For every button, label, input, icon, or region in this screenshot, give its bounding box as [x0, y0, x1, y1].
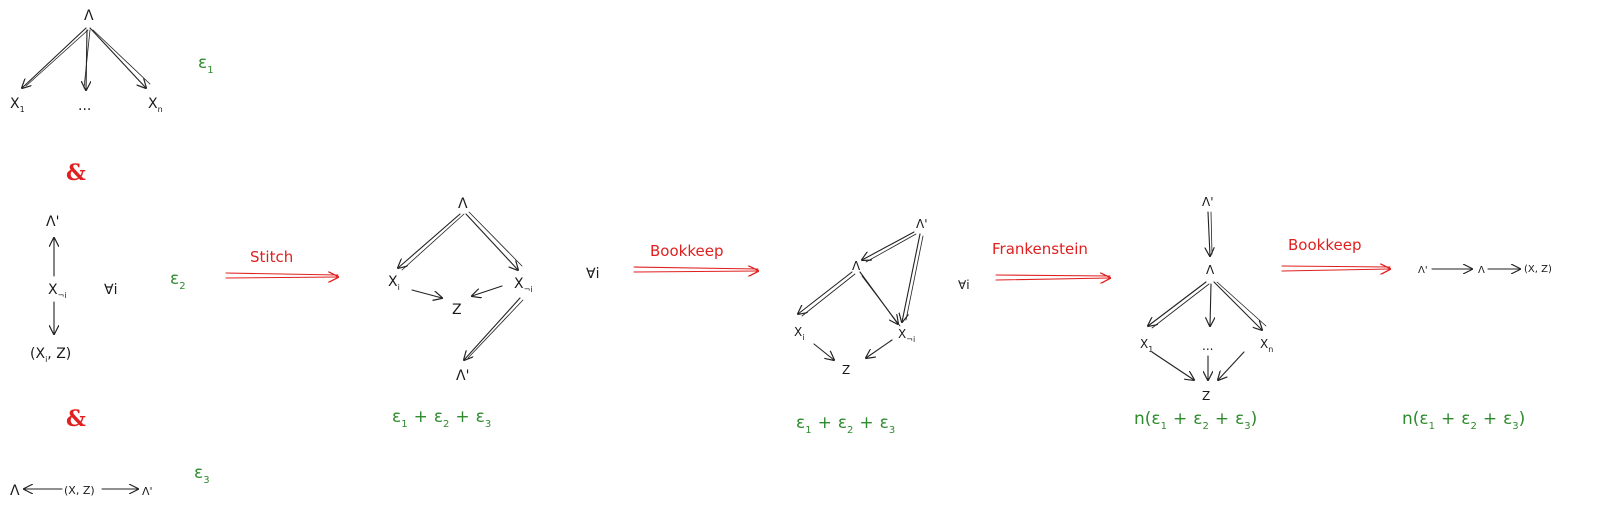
edge-b1-lambda-xi — [798, 271, 853, 314]
lambda-prime-node-b1: Λ' — [916, 217, 928, 231]
edge-f-lambda-x1-sketch — [1151, 283, 1210, 329]
bookkeep-step-2: Bookkeep — [1281, 236, 1391, 271]
edge-s-lambda-xi-sketch — [401, 213, 465, 271]
graph-e1: Λ X1 ... Xn ε1 — [10, 8, 214, 114]
edge-b1-lp-lambda-sketch — [865, 233, 917, 263]
edge-b1-lp-lambda — [862, 231, 915, 260]
edge-s-lambda-xi — [398, 213, 461, 268]
error-e2: ε2 — [170, 269, 186, 292]
frankenstein-line1 — [995, 274, 1111, 277]
xi-node-s: Xi — [388, 274, 400, 292]
stitch-arrow-line2 — [225, 277, 338, 278]
lambda-prime-node-f: Λ' — [1202, 195, 1214, 209]
graph-bookkept-1: Λ' Λ Xi X¬i Z ∀i ε1+ε2+ε3 — [794, 217, 970, 436]
ampersand-2: & — [66, 406, 86, 432]
edge-lambda-x1-sketch — [25, 29, 89, 87]
edge-lambda-dots-sketch — [83, 29, 91, 89]
edge-b1-lambda-xi-sketch — [801, 273, 856, 317]
lambda-prime-node-s: Λ' — [456, 368, 469, 384]
edge-f-lp-lambda — [1208, 211, 1210, 256]
lambda-prime-node: Λ' — [46, 214, 59, 230]
lambda-prime-node-final: Λ' — [1418, 265, 1428, 276]
xn-node-f: Xn — [1260, 337, 1273, 354]
edge-b1-lp-xnoti — [902, 233, 921, 322]
stitch-arrow-line1 — [225, 272, 339, 276]
stitch-step: Stitch — [225, 248, 339, 278]
z-node-b1: Z — [842, 363, 850, 377]
ellipsis-f: ... — [1202, 339, 1213, 353]
edge-lambda-xn — [89, 27, 146, 88]
edge-f-lambda-xn — [1213, 281, 1262, 330]
xn-node: Xn — [148, 96, 163, 114]
bookkeep-label-2: Bookkeep — [1288, 236, 1361, 254]
edge-s-xnoti-z — [472, 285, 503, 296]
z-node-s: Z — [452, 302, 462, 318]
ampersand-1: & — [66, 160, 86, 186]
lambda-prime-node-e3: Λ' — [142, 485, 153, 498]
frankenstein-label: Frankenstein — [992, 240, 1088, 258]
edge-lambda-x1 — [22, 27, 87, 88]
graph-e3: Λ (X, Z) Λ' ε3 — [10, 463, 210, 499]
bookkeep1-line2 — [633, 271, 758, 272]
x-z-node: (X, Z) — [64, 484, 95, 497]
edge-f-lp-lambda-sketch — [1210, 211, 1213, 255]
lambda-node-f: Λ — [1206, 263, 1215, 277]
x1-node: X1 — [10, 96, 25, 114]
ellipsis: ... — [78, 98, 91, 114]
edge-b1-xi-z — [813, 343, 834, 360]
x-not-i-node: X¬i — [48, 282, 67, 300]
edge-lambda-xn-sketch — [92, 29, 151, 85]
bookkeep1-line1 — [633, 266, 759, 270]
edge-b1-lambda-xnoti-sketch — [861, 275, 901, 327]
bookkeep-label-1: Bookkeep — [650, 242, 723, 260]
error-sum-2: ε1+ε2+ε3 — [796, 413, 895, 436]
lambda-node-final: Λ — [1478, 265, 1485, 276]
edge-s-lambda-xnoti — [465, 213, 518, 270]
forall-3: ∀i — [958, 278, 970, 292]
frankenstein-line2 — [995, 278, 1110, 280]
graph-final: Λ' Λ (X, Z) n(ε1+ε2+ε3) — [1402, 264, 1552, 432]
edge-f-xn-z — [1218, 351, 1245, 380]
frankenstein-step: Frankenstein — [992, 240, 1110, 280]
forall-1: ∀i — [104, 282, 117, 298]
graph-frankenstein: Λ' Λ X1 ... Xn Z n(ε1+ε2+ε3) — [1134, 195, 1273, 432]
bookkeep2-line2 — [1281, 269, 1390, 271]
edge-f-lambda-dots — [1210, 283, 1211, 326]
edge-b1-lp-xnoti-sketch — [905, 235, 924, 321]
edge-s-lambda-xnoti-sketch — [468, 211, 523, 267]
edge-b1-xnoti-z — [866, 339, 893, 358]
lambda-node-s: Λ — [458, 196, 468, 212]
error-sum-1: ε1+ε2+ε3 — [392, 407, 491, 430]
edge-f-lambda-x1 — [1148, 281, 1207, 326]
edge-s-xnoti-lambdaprime — [464, 297, 521, 360]
bookkeep2-line1 — [1281, 265, 1391, 268]
x1-node-f: X1 — [1140, 337, 1153, 354]
x-not-i-node-b1: X¬i — [898, 327, 915, 344]
lambda-node-e3: Λ — [10, 483, 20, 499]
xi-z-node: (Xi, Z) — [30, 346, 71, 364]
error-sum-n-2: n(ε1+ε2+ε3) — [1402, 409, 1525, 432]
error-sum-n-1: n(ε1+ε2+ε3) — [1134, 409, 1257, 432]
xi-node-b1: Xi — [794, 325, 804, 342]
edge-f-lambda-xn-sketch — [1216, 281, 1267, 327]
edge-s-xi-z — [411, 289, 442, 298]
edge-f-x1-z — [1151, 351, 1194, 380]
error-e1: ε1 — [198, 53, 214, 76]
z-node-f: Z — [1202, 389, 1210, 403]
x-z-node-final: (X, Z) — [1524, 264, 1552, 275]
lambda-node-b1: Λ — [852, 259, 861, 273]
graph-e2: Λ' X¬i (Xi, Z) ∀i ε2 — [30, 214, 186, 364]
lambda-node: Λ — [84, 8, 94, 24]
forall-2: ∀i — [586, 266, 599, 282]
graph-stitched: Λ Xi X¬i Z Λ' ∀i ε1+ε2+ε3 — [388, 196, 599, 430]
bookkeep-step-1: Bookkeep — [633, 242, 759, 272]
x-not-i-node-s: X¬i — [514, 276, 533, 294]
edge-s-xnoti-lambdaprime-sketch — [467, 299, 524, 359]
error-e3: ε3 — [194, 463, 210, 486]
stitch-label: Stitch — [250, 248, 293, 266]
